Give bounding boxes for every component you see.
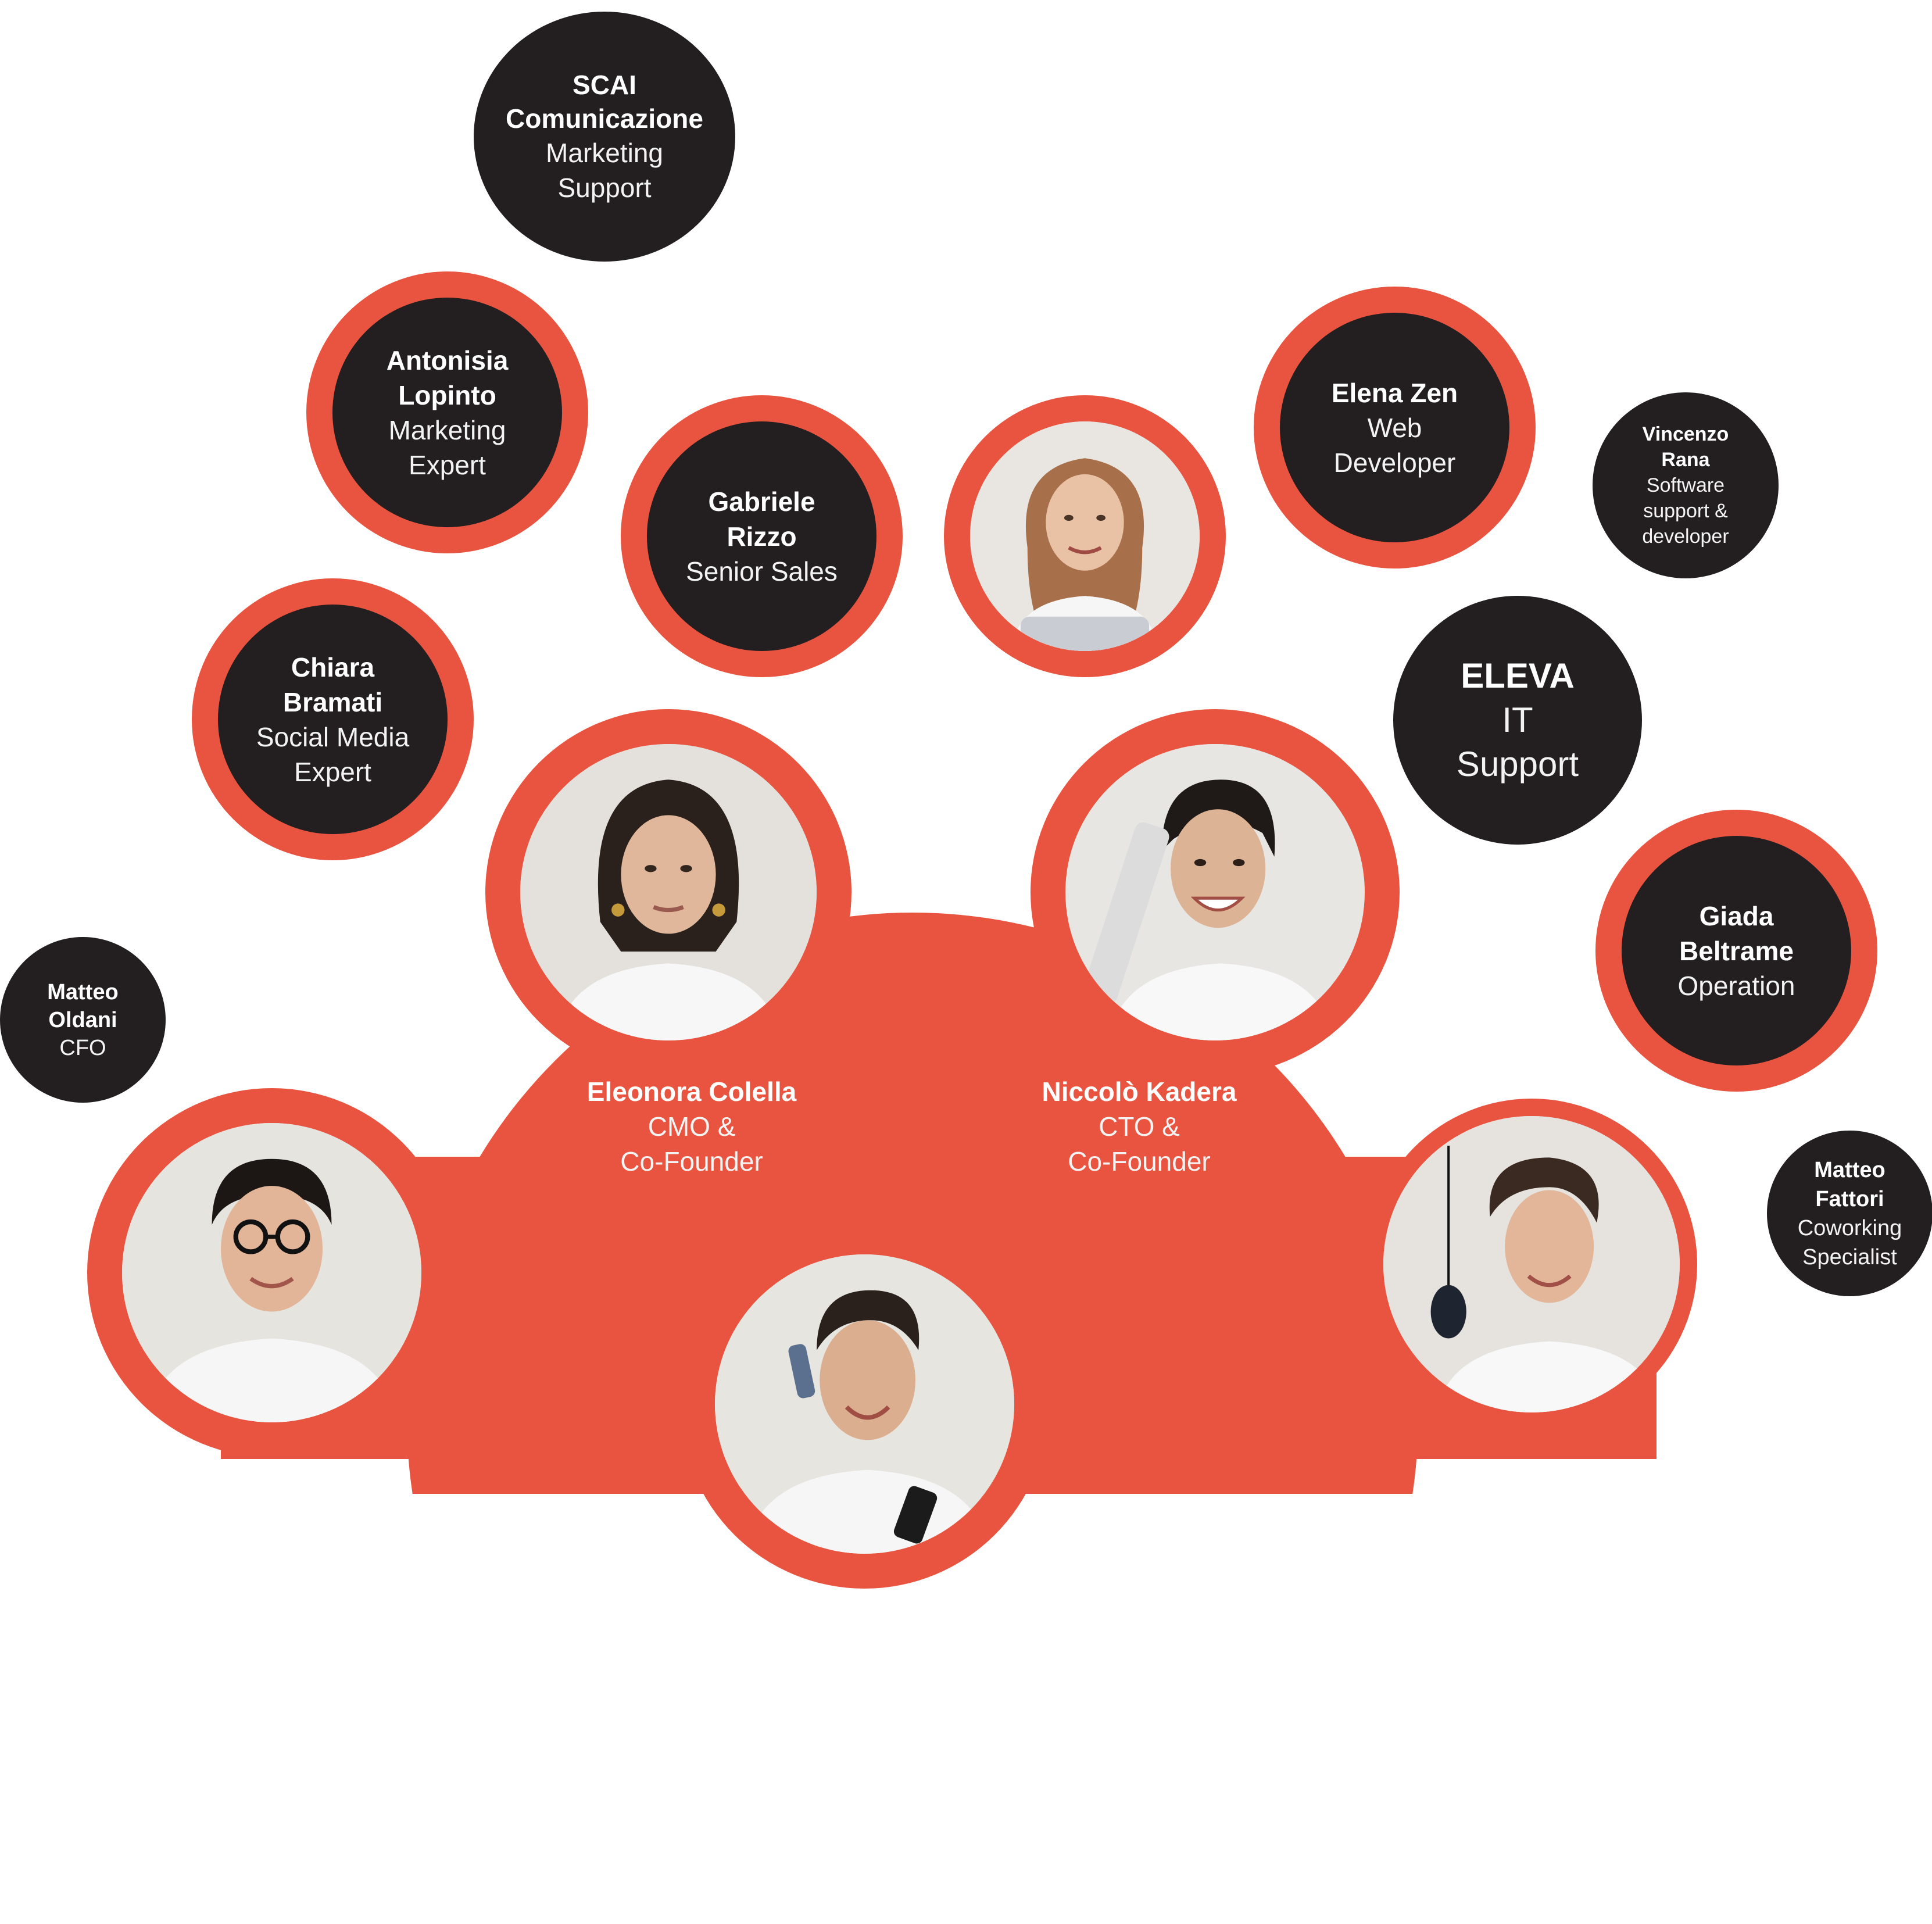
member-role: Expert	[409, 449, 486, 480]
member-name: Lopinto	[398, 380, 496, 410]
member-card-giada: Giada Beltrame Operation	[1622, 836, 1851, 1065]
member-name: Antonisia	[386, 345, 509, 375]
member-card-elena: Elena Zen Web Developer	[1280, 313, 1509, 542]
member-role: support &	[1643, 500, 1728, 522]
member-card-scai: SCAI Comunicazione Marketing Support	[474, 12, 735, 262]
member-role: Social Media	[256, 721, 410, 752]
member-name: Beltrame	[1679, 935, 1794, 966]
member-name: Bramati	[282, 686, 383, 717]
member-label-eleonora: Eleonora Colella CMO & Co-Founder	[523, 1074, 860, 1179]
member-name: Rana	[1661, 449, 1710, 471]
portrait-icon	[1383, 1116, 1680, 1412]
member-ring-niccolo	[1031, 709, 1400, 1075]
portrait-icon	[970, 421, 1200, 651]
member-role: developer	[1642, 525, 1729, 548]
member-role: CMO &	[647, 1111, 736, 1142]
member-role: Operation	[1677, 970, 1795, 1001]
member-name: Oldani	[48, 1007, 117, 1032]
member-name: Chiara	[291, 652, 375, 682]
member-role: Expert	[294, 756, 371, 787]
member-ring-chiara: Chiara Bramati Social Media Expert	[192, 578, 474, 860]
member-card-gabriele: Gabriele Rizzo Senior Sales	[647, 421, 876, 651]
member-name: ELEVA	[1461, 656, 1575, 695]
portrait-icon	[715, 1254, 1014, 1554]
member-ring-elena: Elena Zen Web Developer	[1254, 287, 1536, 568]
member-name: Matteo	[47, 979, 119, 1004]
member-photo-man-phone	[715, 1254, 1014, 1554]
member-ring-mouse	[1366, 1099, 1697, 1430]
member-ring-phone	[680, 1220, 1049, 1589]
member-role: Support	[1456, 745, 1579, 784]
member-card-matteo-fattori: Matteo Fattori Coworking Specialist	[1767, 1131, 1932, 1296]
member-ring-antonisia: Antonisia Lopinto Marketing Expert	[306, 271, 588, 553]
member-label-niccolo: Niccolò Kadera CTO & Co-Founder	[971, 1074, 1308, 1179]
member-role: Web	[1367, 412, 1422, 443]
member-card-matteo-oldani: Matteo Oldani CFO	[0, 937, 166, 1103]
member-ring-eleonora	[485, 709, 851, 1075]
member-role: Developer	[1333, 447, 1456, 478]
member-role: Marketing	[546, 138, 663, 168]
member-name: Niccolò Kadera	[1042, 1077, 1237, 1107]
member-name: Eleonora Colella	[586, 1077, 797, 1107]
member-role: Specialist	[1802, 1244, 1897, 1269]
member-role: CTO &	[1099, 1111, 1180, 1142]
portrait-icon	[520, 744, 817, 1040]
member-name: SCAI	[573, 70, 636, 100]
member-card-eleva: ELEVA IT Support	[1393, 596, 1642, 845]
member-name: Elena Zen	[1331, 377, 1458, 408]
member-name: Comunicazione	[506, 103, 703, 134]
member-photo-man-glasses	[122, 1123, 421, 1422]
member-photo-niccolo	[1065, 744, 1365, 1040]
member-name: Giada	[1699, 900, 1774, 931]
member-name: Matteo	[1814, 1157, 1886, 1182]
portrait-icon	[122, 1123, 421, 1422]
member-name: Vincenzo	[1642, 423, 1729, 445]
member-card-chiara: Chiara Bramati Social Media Expert	[218, 605, 448, 834]
member-name: Rizzo	[727, 521, 797, 552]
portrait-icon	[1067, 744, 1364, 1040]
member-ring-photo-elena	[944, 395, 1226, 677]
member-card-antonisia: Antonisia Lopinto Marketing Expert	[332, 298, 562, 527]
member-name: Gabriele	[708, 486, 815, 517]
member-role: Co-Founder	[620, 1146, 763, 1176]
member-name: Fattori	[1815, 1186, 1884, 1211]
member-ring-giada: Giada Beltrame Operation	[1595, 810, 1877, 1092]
member-role: CFO	[59, 1035, 106, 1060]
member-role: Co-Founder	[1068, 1146, 1211, 1176]
member-role: Software	[1646, 474, 1725, 496]
member-photo-woman-laptop	[970, 421, 1200, 651]
member-role: Senior Sales	[686, 556, 838, 587]
member-role: Support	[557, 173, 652, 203]
member-role: IT	[1502, 700, 1533, 739]
member-ring-gabriele: Gabriele Rizzo Senior Sales	[621, 395, 903, 677]
member-photo-eleonora	[520, 744, 817, 1040]
member-role: Marketing	[388, 414, 506, 445]
member-photo-man-mouse	[1383, 1116, 1680, 1412]
member-ring-glasses	[87, 1088, 456, 1457]
member-role: Coworking	[1797, 1215, 1902, 1240]
member-card-vincenzo: Vincenzo Rana Software support & develop…	[1593, 392, 1779, 578]
